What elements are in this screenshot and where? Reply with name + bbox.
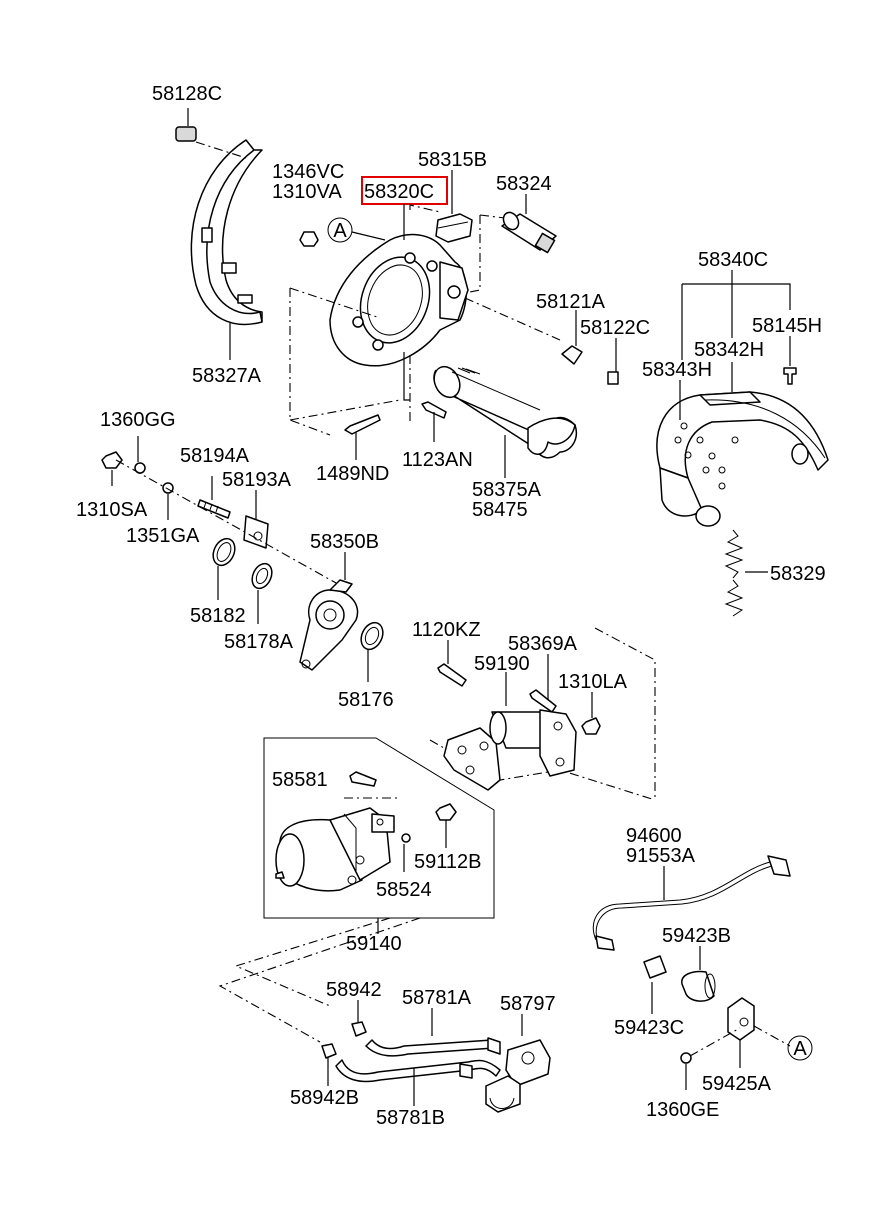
ref-marker-a-top: A — [333, 220, 347, 242]
slack-adjuster-58350b — [299, 579, 359, 671]
label-1120kz: 1120KZ — [412, 619, 481, 641]
label-58797: 58797 — [500, 993, 556, 1015]
ring-58182 — [212, 537, 236, 567]
label-59423c: 59423C — [614, 1017, 684, 1039]
nut-1360ge — [680, 1052, 692, 1064]
label-58122c: 58122C — [580, 317, 650, 339]
label-94600: 94600 — [626, 825, 682, 847]
label-58128c: 58128C — [152, 83, 222, 105]
label-1346vc: 1346VC — [272, 161, 344, 183]
clip-58121a — [561, 345, 583, 365]
washer-58176 — [360, 621, 384, 651]
label-58475: 58475 — [472, 499, 528, 521]
ref-marker-a-bottom: A — [793, 1038, 807, 1060]
bolt-58369a — [529, 689, 557, 713]
label-58942: 58942 — [326, 979, 382, 1001]
label-91553a: 91553A — [626, 845, 696, 867]
label-59112b: 59112B — [414, 851, 481, 873]
label-58343h: 58343H — [642, 359, 712, 381]
pin-58324 — [501, 211, 557, 254]
label-58340c: 58340C — [698, 249, 768, 271]
label-59425a: 59425A — [702, 1073, 772, 1095]
label-1310sa: 1310SA — [76, 499, 148, 521]
label-58375a: 58375A — [472, 479, 542, 501]
label-1310va: 1310VA — [272, 181, 342, 203]
valve-58797 — [485, 1039, 551, 1113]
label-1351ga: 1351GA — [126, 525, 200, 547]
label-58942b: 58942B — [290, 1087, 359, 1109]
label-58524: 58524 — [376, 879, 432, 901]
fitting-58942b — [321, 1043, 337, 1059]
bolt-1489nd — [344, 414, 381, 435]
label-58781a: 58781A — [402, 987, 472, 1009]
label-58329: 58329 — [770, 563, 826, 585]
pipe-58781a — [365, 1037, 501, 1057]
bushing-58128c — [175, 126, 197, 142]
label-58350b: 58350B — [310, 531, 379, 553]
pipe-58781b — [335, 1059, 501, 1083]
brake-chamber-59140 — [275, 807, 395, 892]
bolt-58581 — [349, 771, 377, 787]
label-59190: 59190 — [474, 653, 530, 675]
label-58324: 58324 — [496, 173, 552, 195]
label-58178a: 58178A — [224, 631, 294, 653]
brake-shoe-58340c — [656, 391, 829, 527]
nut-1310sa — [101, 451, 123, 469]
nut-1310la — [581, 717, 601, 735]
label-58369a: 58369A — [508, 633, 578, 655]
clip-58122c — [607, 371, 619, 385]
camshaft-58375a — [433, 365, 577, 459]
label-58581: 58581 — [272, 769, 328, 791]
label-1360ge: 1360GE — [646, 1099, 719, 1121]
label-58342h: 58342H — [694, 339, 764, 361]
rivet-58145h — [783, 367, 797, 385]
label-59140: 59140 — [346, 933, 402, 955]
sleeve-59423c — [643, 955, 667, 979]
fitting-58942 — [351, 1021, 367, 1037]
label-59423b: 59423B — [662, 925, 731, 947]
chamber-bracket-59190 — [443, 709, 577, 791]
label-1123an: 1123AN — [402, 449, 473, 471]
label-1489nd: 1489ND — [316, 463, 389, 485]
label-58121a: 58121A — [536, 291, 606, 313]
dust-shield-part — [190, 139, 263, 326]
bolt-1120kz — [437, 663, 467, 687]
washer-58524 — [401, 833, 411, 843]
bolt-1123an — [421, 401, 447, 419]
label-58193a: 58193A — [222, 469, 292, 491]
label-58327a: 58327A — [192, 365, 262, 387]
label-58315b: 58315B — [418, 149, 487, 171]
label-58781b: 58781B — [376, 1107, 445, 1129]
label-58145h: 58145H — [752, 315, 822, 337]
clamp-59425a — [727, 997, 755, 1041]
bushing-59423b — [681, 970, 716, 1002]
label-58320c: 58320C — [364, 181, 434, 203]
label-1360gg: 1360GG — [100, 409, 176, 431]
bolt-58194a — [197, 499, 231, 519]
label-58176: 58176 — [338, 689, 394, 711]
block-58315b — [435, 213, 473, 243]
anchor-plate-part — [329, 233, 469, 367]
springs-58329 — [724, 529, 744, 617]
label-1310la: 1310LA — [558, 671, 628, 693]
washer-58178a — [251, 562, 273, 590]
bracket-58193a — [243, 515, 269, 549]
label-58182: 58182 — [190, 605, 246, 627]
sensor-cable-94600 — [592, 855, 791, 951]
label-58194a: 58194A — [180, 445, 250, 467]
nut-59112b — [435, 803, 457, 821]
